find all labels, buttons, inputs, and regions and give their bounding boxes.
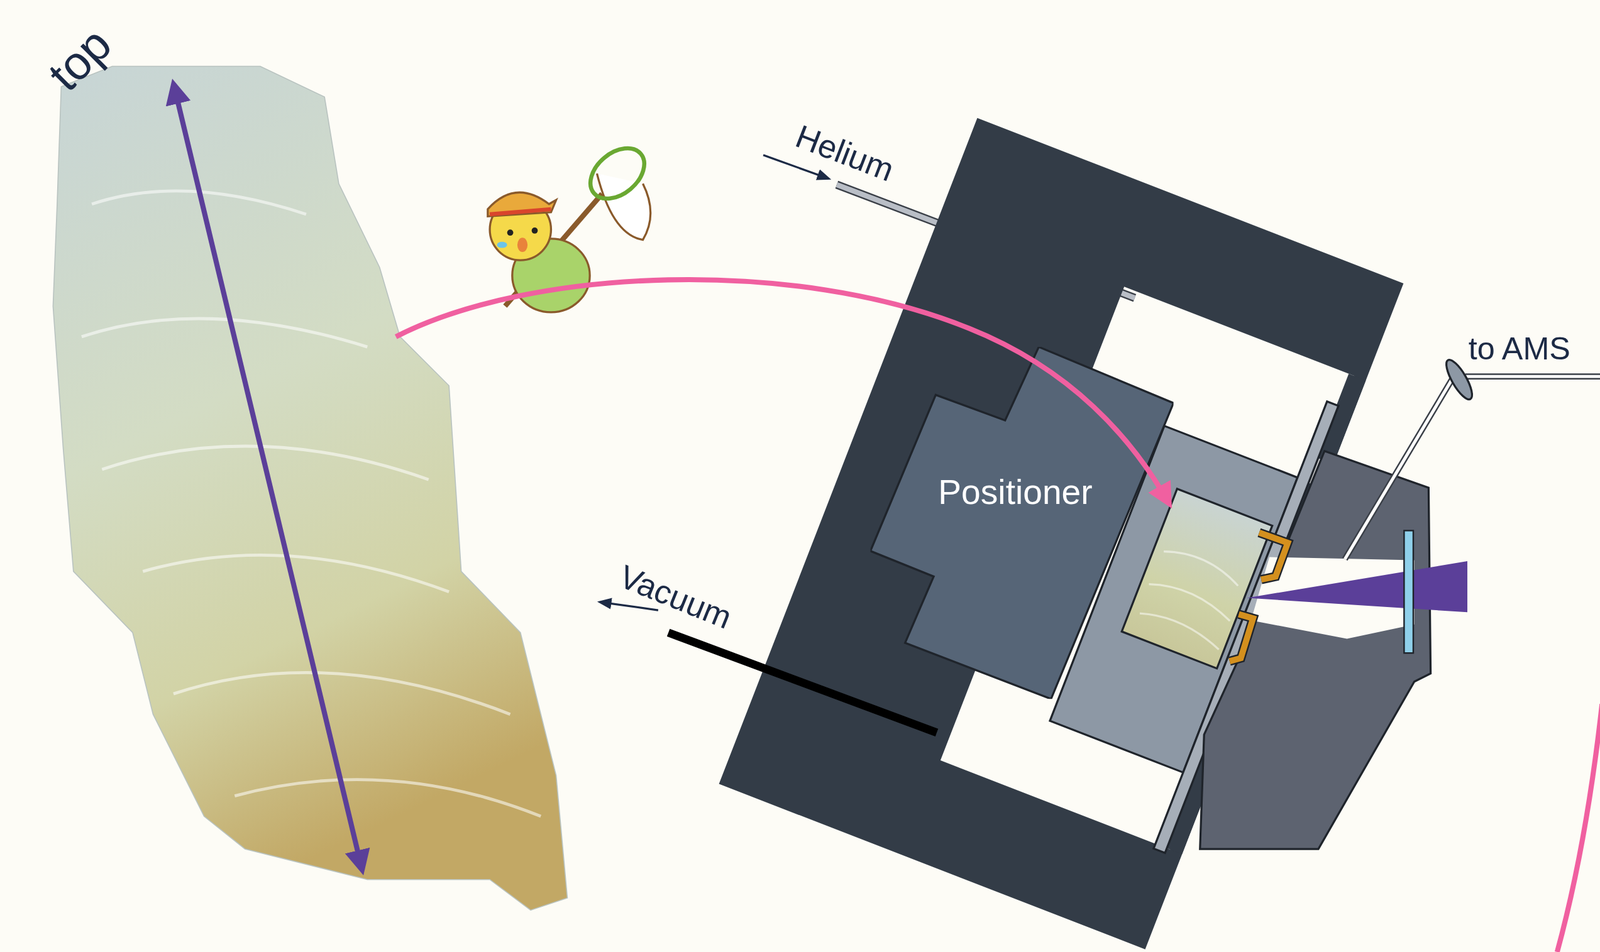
vacuum-pipe — [668, 633, 937, 734]
laser-beam — [1246, 561, 1468, 613]
sample-path-arc — [1557, 704, 1600, 952]
node-label: Positioner — [937, 474, 1093, 510]
ams-tube-outline — [1465, 373, 1600, 380]
annotation-label: Vacuum — [614, 560, 737, 635]
net-ring — [580, 138, 654, 209]
ams-tube — [1465, 375, 1600, 379]
node-shape — [870, 347, 1174, 700]
bracket-outline — [1229, 614, 1253, 663]
sample-piece — [1121, 489, 1272, 669]
crystal-body — [52, 66, 568, 911]
bird-eye — [531, 227, 539, 234]
orange-bracket — [1229, 614, 1253, 663]
ion-source-block — [1200, 451, 1431, 850]
crystal-texture — [81, 191, 541, 817]
sample-texture — [1136, 545, 1248, 651]
bird-hat — [487, 192, 557, 217]
net-bag — [597, 173, 651, 241]
ams-tube-outline — [1344, 377, 1453, 560]
sample-transfer-arrow — [396, 279, 1170, 505]
bird-mascot — [487, 138, 654, 313]
annotation-label: Helium — [791, 119, 899, 187]
growth-axis-arrow — [173, 83, 363, 871]
positioner-box: Positioner — [870, 347, 1174, 700]
orange-bracket — [1259, 533, 1288, 581]
bird-beak — [517, 237, 528, 253]
hat-band — [489, 209, 551, 215]
window — [1403, 530, 1414, 654]
annotation-label: top — [40, 19, 120, 99]
node-outline — [870, 347, 1174, 700]
bird-tear — [496, 242, 507, 249]
ams-tube — [1344, 377, 1453, 560]
crystal-sample — [52, 66, 568, 911]
bracket-outline — [1259, 533, 1288, 581]
bird-eye — [507, 229, 514, 236]
annotation-label: to AMS — [1468, 333, 1571, 365]
